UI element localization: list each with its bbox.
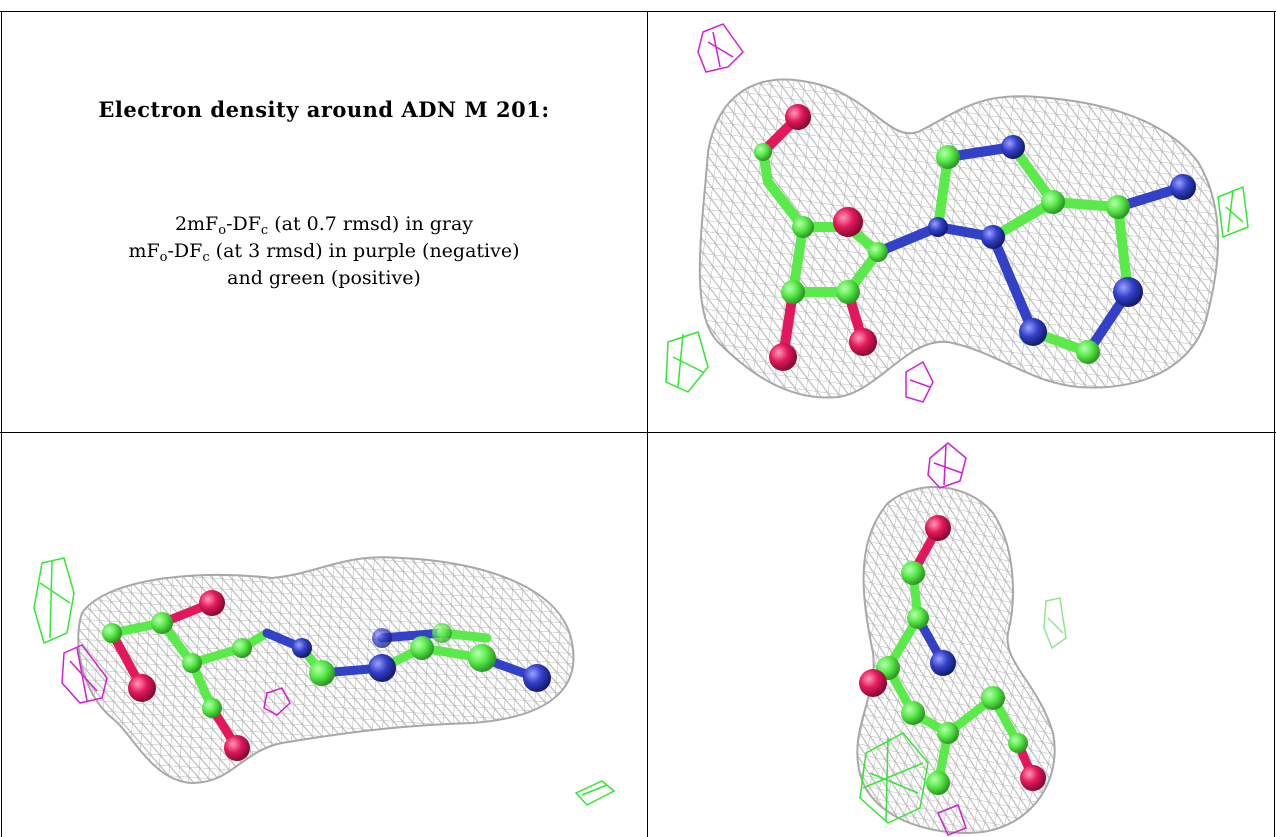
caption-title: Electron density around ADN M 201: [98,97,550,122]
gray-density-mesh [698,78,1219,399]
table-left-border [1,11,2,837]
ligand-atoms [859,515,1046,795]
negative-density-blobs [61,644,291,716]
caption-cell: Electron density around ADN M 201: 2mFo-… [2,11,646,431]
ligand-atoms [102,590,551,761]
density-panel-top-right [665,23,1249,403]
caption-legend: 2mFo-DFc (at 0.7 rmsd) in gray mFo-DFc (… [2,211,646,292]
table-middle-border [0,432,1276,433]
negative-density-blobs [927,442,967,836]
legend-line-fo: mFo-DFc (at 3 rmsd) in purple (negative) [128,240,520,265]
positive-density-blobs [33,557,616,806]
ligand-atoms [754,104,1196,371]
positive-density-blobs [859,597,1067,824]
density-panel-bottom-right [856,442,1067,836]
table-top-border [0,11,1276,12]
legend-line-positive: and green (positive) [227,267,421,289]
table-center-border [647,11,648,837]
density-panel-bottom-left [33,556,616,806]
negative-density-blobs [697,23,934,403]
legend-line-2fo: 2mFo-DFc (at 0.7 rmsd) in gray [174,213,474,238]
table-right-border [1274,11,1275,837]
positive-density-blobs [665,185,1249,393]
